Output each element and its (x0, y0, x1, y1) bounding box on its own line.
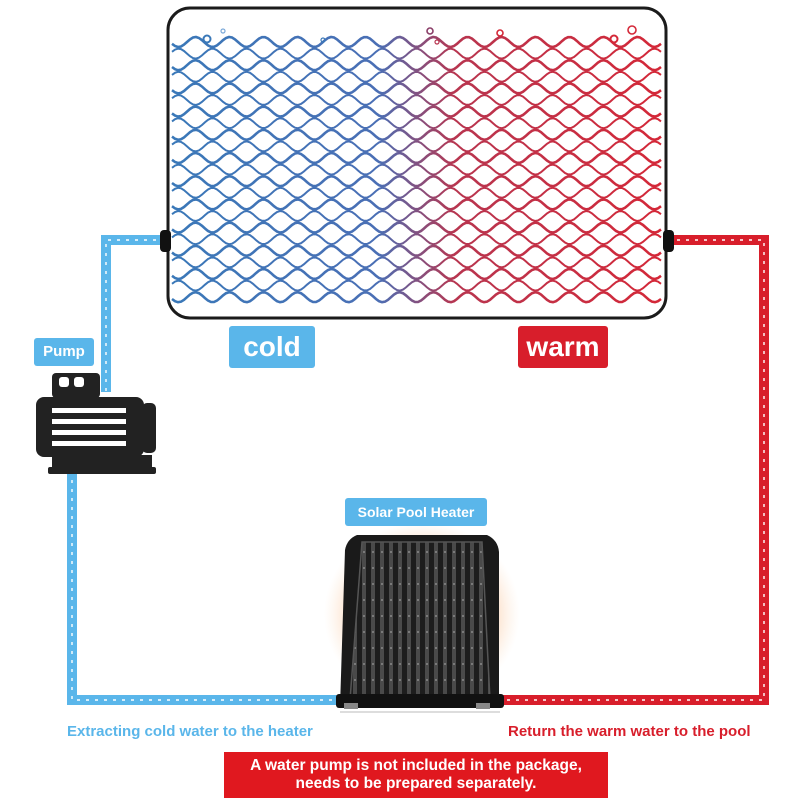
cold-water-caption: Extracting cold water to the heater (67, 723, 313, 740)
warm-water-caption: Return the warm water to the pool (508, 723, 751, 740)
notice-line-2: needs to be prepared separately. (295, 775, 537, 792)
water-wave (171, 70, 662, 83)
cold-label: cold (229, 326, 315, 368)
pump-not-included-notice: A water pump is not included in the pack… (224, 752, 608, 798)
water-wave (171, 186, 662, 199)
water-wave (171, 47, 662, 60)
pool-icon (160, 6, 674, 320)
cold-water-pipe (67, 235, 343, 705)
water-wave (171, 290, 662, 304)
water-wave (171, 93, 662, 107)
water-wave (171, 128, 662, 142)
water-wave (171, 267, 662, 281)
bubbles (202, 25, 637, 45)
water-wave (171, 151, 662, 165)
water-wave (171, 198, 662, 211)
notice-line-1: A water pump is not included in the pack… (250, 757, 582, 774)
solar-heater-label: Solar Pool Heater (345, 498, 487, 526)
water-wave (171, 279, 662, 292)
water-wave (171, 221, 662, 234)
water-wave (171, 233, 662, 246)
water-wave (171, 82, 662, 95)
water-wave (171, 35, 662, 49)
water-wave (171, 256, 662, 269)
water-wave (171, 209, 662, 223)
warm-label: warm (518, 326, 608, 368)
warm-water-pipe (498, 235, 769, 705)
water-wave (171, 244, 662, 258)
water-wave (171, 174, 662, 188)
pump-icon (36, 373, 156, 474)
pump-label: Pump (34, 338, 94, 366)
water-wave (171, 117, 662, 130)
water-wave (171, 105, 662, 118)
water-wave (171, 140, 662, 153)
water-wave (171, 58, 662, 72)
water-wave (171, 163, 662, 176)
solar-panel-icon (324, 522, 520, 713)
